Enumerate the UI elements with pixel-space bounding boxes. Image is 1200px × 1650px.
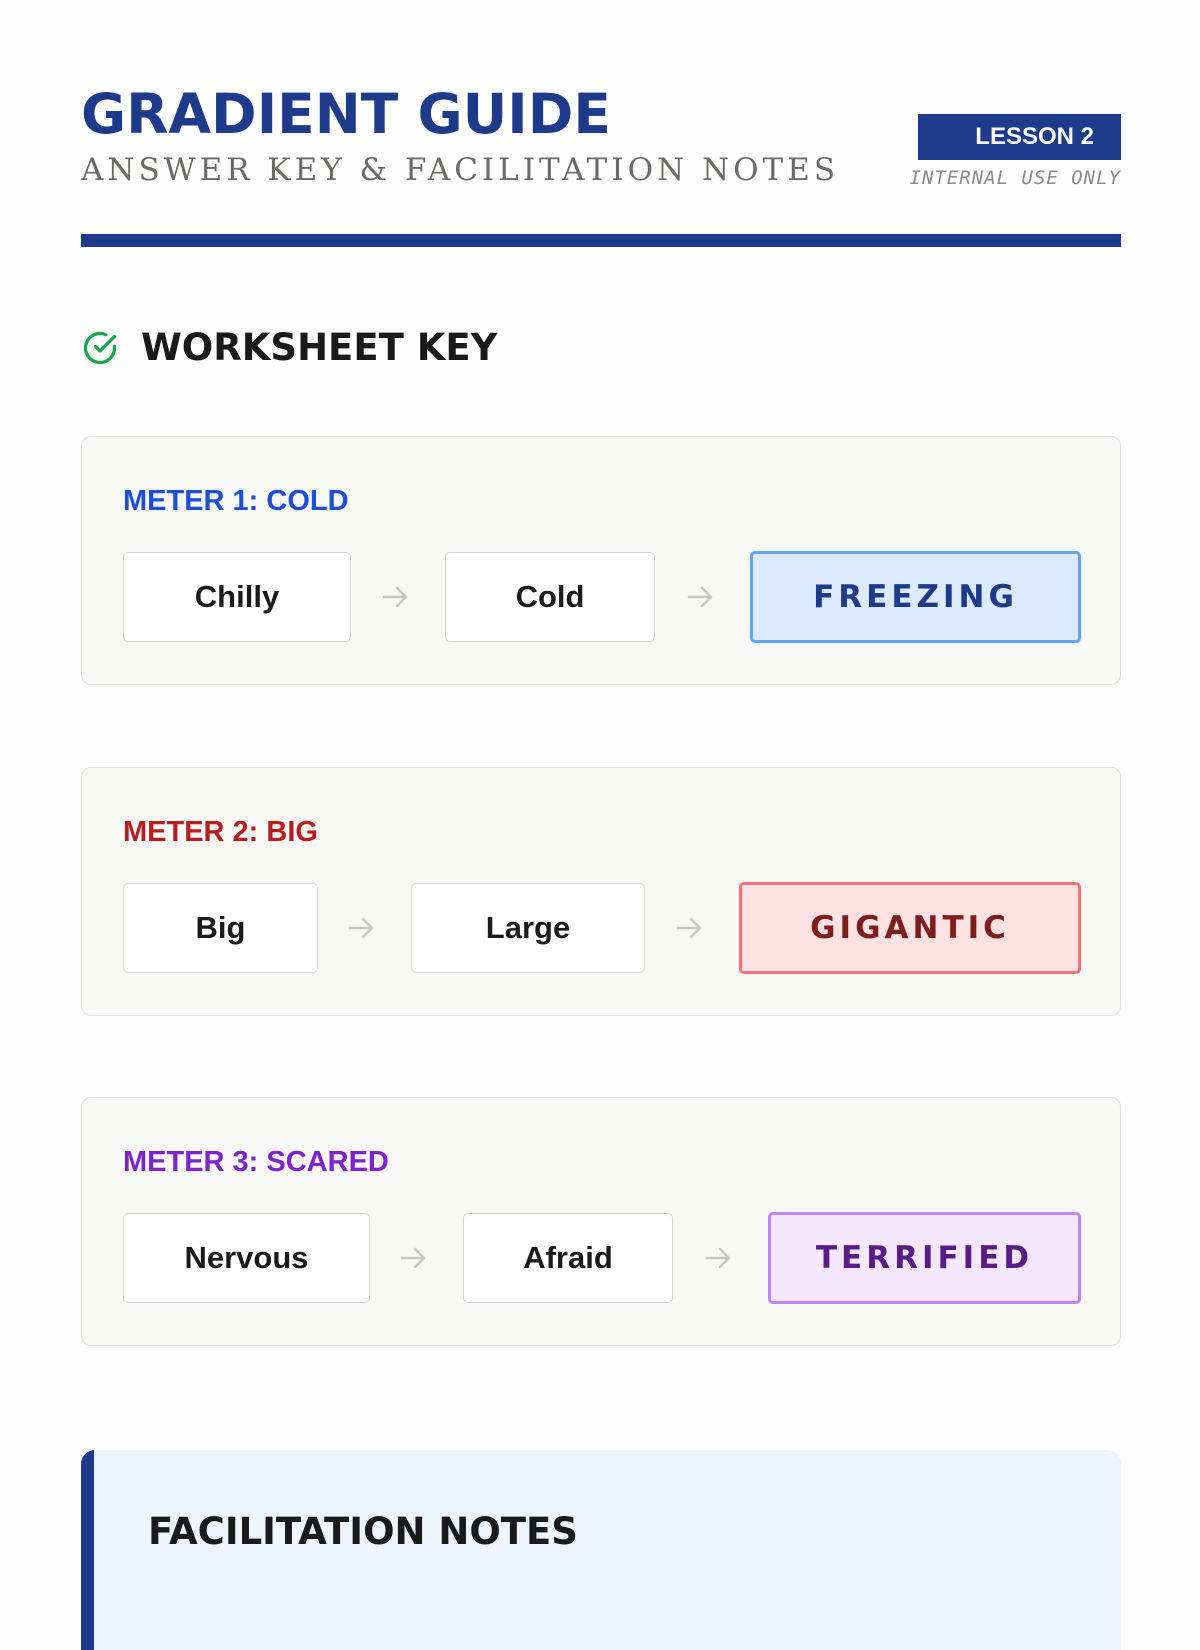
arrow-right-icon	[382, 586, 408, 608]
word-box: Afraid	[463, 1213, 673, 1303]
check-circle-icon	[83, 331, 117, 364]
arrow-right-icon	[400, 1247, 426, 1269]
word-box: Big	[123, 883, 318, 973]
word-box: Nervous	[123, 1213, 370, 1303]
meter-label: METER 2: BIG	[123, 816, 318, 848]
arrow-right-icon	[676, 917, 702, 939]
facilitation-notes-panel: FACILITATION NOTES	[81, 1450, 1121, 1650]
word-box: Cold	[445, 552, 655, 642]
lesson-badge: LESSON 2	[918, 114, 1121, 160]
word-gradient-row: Big Large GIGANTIC	[123, 882, 1081, 975]
page-header: GRADIENT GUIDE ANSWER KEY & FACILITATION…	[81, 0, 1121, 248]
arrow-right-icon	[705, 1247, 731, 1269]
meter-card-cold: METER 1: COLD Chilly Cold FREEZING	[81, 436, 1121, 685]
word-gradient-row: Nervous Afraid TERRIFIED	[123, 1212, 1081, 1305]
meter-label: METER 3: SCARED	[123, 1146, 389, 1178]
word-gradient-row: Chilly Cold FREEZING	[123, 551, 1081, 644]
header-divider	[81, 234, 1121, 247]
arrow-right-icon	[687, 586, 713, 608]
meter-card-scared: METER 3: SCARED Nervous Afraid TERRIFIED	[81, 1097, 1121, 1346]
page-subtitle: ANSWER KEY & FACILITATION NOTES	[81, 152, 840, 188]
section-title: WORKSHEET KEY	[141, 326, 498, 369]
meter-card-big: METER 2: BIG Big Large GIGANTIC	[81, 767, 1121, 1016]
arrow-right-icon	[348, 917, 374, 939]
page-title: GRADIENT GUIDE	[81, 82, 611, 146]
answer-word-box: GIGANTIC	[739, 882, 1081, 974]
word-box: Chilly	[123, 552, 351, 642]
worksheet-key-heading: WORKSHEET KEY	[81, 326, 497, 369]
meter-label: METER 1: COLD	[123, 485, 349, 517]
notes-heading: FACILITATION NOTES	[148, 1510, 578, 1553]
notes-accent-bar	[81, 1450, 94, 1650]
word-box: Large	[411, 883, 645, 973]
answer-word-box: TERRIFIED	[768, 1212, 1081, 1304]
answer-word-box: FREEZING	[750, 551, 1081, 643]
answer-key-page: GRADIENT GUIDE ANSWER KEY & FACILITATION…	[81, 0, 1121, 1650]
internal-use-note: INTERNAL USE ONLY	[909, 167, 1121, 189]
